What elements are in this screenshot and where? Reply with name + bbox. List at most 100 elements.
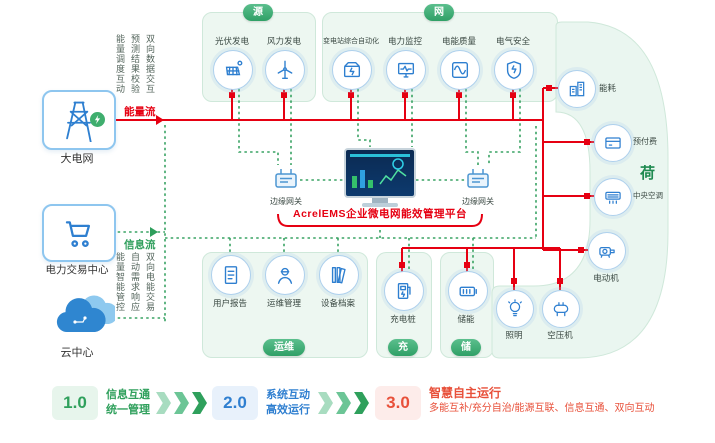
item-label: 储能: [457, 314, 475, 324]
electrical-safety-icon: [506, 61, 522, 79]
wind-icon: [277, 60, 293, 79]
energy-badge: [90, 112, 105, 127]
info-flow-arrow-icon: [150, 227, 158, 237]
motor-icon: [599, 247, 615, 258]
cart-icon: [65, 221, 91, 248]
item-label: 风力发电: [266, 36, 301, 46]
storage-pill: 储: [451, 339, 481, 356]
ev-charger-icon: [397, 282, 411, 300]
legend-text-2: 系统互动 高效运行: [266, 388, 310, 418]
legend-line: 系统互动: [266, 389, 310, 401]
monitor-stand: [372, 198, 388, 204]
info-flow-label: 信息流: [124, 239, 156, 251]
energy-flow-label: 能量流: [124, 106, 156, 118]
item-label: 变电站综合自动化: [323, 38, 379, 45]
item-label: 光伏发电: [214, 36, 249, 46]
item-label: 用户报告: [212, 298, 247, 308]
annotation: 双向电能交易: [145, 252, 155, 312]
item-wind: [265, 50, 305, 90]
energy-flow-arrow-icon: [156, 115, 164, 125]
edge-gateway-left: [272, 164, 300, 194]
lighting-icon: [508, 299, 522, 317]
item-report: [211, 255, 251, 295]
prepaid-icon: [605, 137, 621, 149]
annotation: 双向数据交互: [145, 34, 155, 94]
report-icon: [224, 266, 238, 284]
item-label: 中央空调: [633, 191, 663, 200]
platform-screen: [344, 148, 416, 198]
bottom-annotations: 双向电能交易 自动需求响应 能量智能管控: [112, 252, 159, 332]
item-label: 电气安全: [495, 36, 530, 46]
edge-gateway-right-label: 边缘网关: [462, 197, 494, 206]
hvac-icon: [605, 191, 621, 204]
charge-pill: 充: [388, 339, 418, 356]
item-energy-consumption: [558, 70, 596, 108]
platform-title: AcrelEMS企业微电网能效管理平台: [292, 208, 468, 220]
legend-line: 信息互通: [106, 389, 150, 401]
main-grid-node: [42, 90, 116, 150]
item-substation: [332, 50, 372, 90]
item-label: 电动机: [593, 273, 619, 283]
power-trade-node: [42, 204, 116, 262]
compressor-icon: [553, 302, 569, 317]
item-label: 电力监控: [387, 36, 422, 46]
item-solar: [213, 50, 253, 90]
main-grid-label: 大电网: [60, 153, 94, 165]
load-group-title: 荷: [640, 165, 656, 182]
item-battery: [448, 271, 488, 311]
solar-icon: [225, 60, 243, 76]
edge-gateway-right: [464, 164, 492, 194]
lightning-icon: [94, 115, 101, 124]
power-quality-icon: [451, 61, 469, 79]
source-pill: 源: [243, 4, 273, 21]
item-ev-charger: [384, 271, 424, 311]
item-label: 电能质量: [441, 36, 476, 46]
ops-pill: 运维: [263, 339, 305, 356]
item-label: 设备档案: [320, 298, 355, 308]
gateway-icon: [275, 169, 297, 188]
top-annotations: 双向数据交互 预测结果校验 能量调度互动: [112, 34, 159, 112]
item-motor: [588, 232, 626, 270]
archive-icon: [331, 266, 346, 284]
legend-line: 统一管理: [106, 404, 150, 416]
maintenance-icon: [277, 267, 293, 284]
annotation: 自动需求响应: [130, 252, 140, 312]
item-electrical-safety: [494, 50, 534, 90]
item-label: 充电桩: [390, 314, 416, 324]
item-label: 预付费: [633, 137, 657, 146]
power-trade-label: 电力交易中心: [45, 264, 109, 276]
item-label: 空压机: [547, 330, 573, 340]
item-lighting: [496, 290, 534, 328]
load-group-shape: [491, 21, 669, 359]
item-label: 照明: [505, 330, 523, 340]
legend-line: 智慧自主运行: [429, 386, 502, 400]
monitor-base: [362, 203, 398, 207]
annotation: 能量调度互动: [115, 34, 125, 94]
legend-line: 高效运行: [266, 404, 310, 416]
energy-consumption-icon: [569, 81, 585, 97]
annotation: 能量智能管控: [115, 252, 125, 312]
substation-icon: [343, 61, 361, 78]
legend-text-1: 信息互通 统一管理: [106, 388, 150, 418]
chevron-arrows-icon: [318, 392, 372, 419]
item-label: 运维管理: [266, 298, 301, 308]
network-pill: 网: [424, 4, 454, 21]
gateway-icon: [467, 169, 489, 188]
battery-icon: [459, 286, 477, 297]
power-monitor-icon: [397, 62, 415, 78]
cloud-icon: [56, 295, 115, 333]
legend-badge-3: 3.0: [375, 386, 421, 420]
item-hvac: [594, 178, 632, 216]
edge-gateway-left-label: 边缘网关: [270, 197, 302, 206]
cloud-center-node: [45, 292, 115, 342]
item-prepaid: [594, 124, 632, 162]
legend-badge-1: 1.0: [52, 386, 98, 420]
dashboard-graphic: [350, 154, 410, 188]
transmission-tower-icon: [66, 101, 92, 142]
item-label: 能耗: [599, 83, 617, 93]
legend-text-3: 智慧自主运行 多能互补/充分自治/能源互联、信息互通、双向互动: [429, 386, 655, 416]
annotation: 预测结果校验: [130, 34, 140, 94]
legend-line: 多能互补/充分自治/能源互联、信息互通、双向互动: [429, 403, 655, 414]
